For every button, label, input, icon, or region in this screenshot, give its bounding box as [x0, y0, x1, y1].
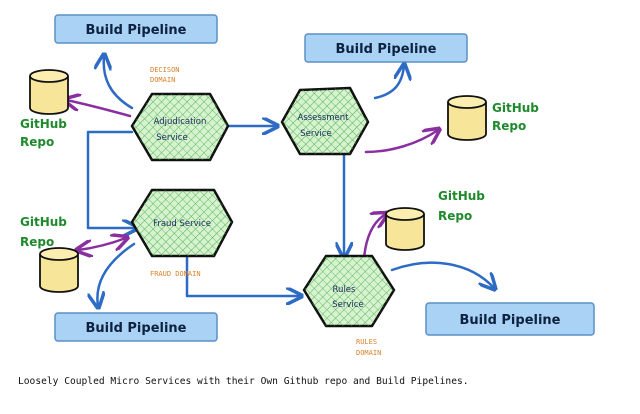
repo-label: GitHub — [492, 101, 539, 115]
build-pipeline-label: Build Pipeline — [460, 313, 561, 328]
service-label: Assessment — [298, 113, 350, 123]
repo-label: Repo — [492, 119, 526, 133]
build-pipeline-bottom-left: Build Pipeline — [54, 312, 218, 342]
service-label: Service — [156, 133, 187, 143]
adjudication-to-repo-arrow — [66, 100, 132, 118]
svg-text:DECISON: DECISON — [150, 66, 180, 74]
fraud-domain-label: FRAUD DOMAIN — [150, 270, 201, 278]
service-label: Fraud Service — [153, 219, 211, 229]
rules-domain-label: RULES DOMAIN — [356, 338, 381, 357]
build-pipeline-label: Build Pipeline — [86, 23, 187, 38]
service-label: Service — [300, 129, 331, 139]
assessment-service: Assessment Service — [280, 86, 370, 156]
adjudication-to-pipeline-arrow — [104, 56, 134, 110]
svg-text:DOMAIN: DOMAIN — [150, 76, 175, 84]
svg-text:DOMAIN: DOMAIN — [356, 349, 381, 357]
github-repo-right: GitHub Repo — [447, 95, 539, 141]
service-label: Service — [332, 300, 363, 310]
github-repo-mid-left: GitHub Repo — [20, 215, 79, 293]
github-repo-mid-right: GitHub Repo — [385, 189, 485, 251]
service-connectors — [86, 56, 494, 306]
svg-text:RULES: RULES — [356, 338, 377, 346]
build-pipeline-label: Build Pipeline — [86, 321, 187, 336]
repo-label: Repo — [20, 135, 54, 149]
assessment-to-repo-arrow — [364, 130, 438, 154]
rules-to-repo-arrow — [362, 214, 386, 260]
build-pipeline-top-right: Build Pipeline — [304, 33, 468, 63]
assessment-to-pipeline-arrow — [373, 66, 404, 100]
github-repo-top-left: GitHub Repo — [20, 69, 69, 149]
service-label: Adjudication — [154, 117, 207, 127]
fraud-to-pipeline-arrow — [97, 242, 136, 306]
adjudication-to-fraud-link — [86, 130, 136, 228]
fraud-to-rules-arrow — [185, 256, 300, 296]
repo-label: GitHub — [20, 215, 67, 229]
build-pipeline-top-left: Build Pipeline — [54, 14, 218, 44]
rules-to-pipeline-arrow — [390, 261, 494, 288]
build-pipeline-label: Build Pipeline — [336, 42, 437, 57]
repo-label: Repo — [438, 209, 472, 223]
decision-domain-label: DECISON DOMAIN — [150, 66, 180, 84]
repo-connectors — [66, 100, 438, 260]
fraud-to-repo-arrow — [78, 238, 126, 250]
repo-label: Repo — [20, 235, 54, 249]
service-label: Rules — [333, 285, 357, 295]
repo-label: GitHub — [20, 117, 67, 131]
build-pipeline-bottom-right: Build Pipeline — [425, 302, 595, 336]
adjudication-service: Adjudication Service — [130, 92, 230, 162]
fraud-service: Fraud Service — [130, 188, 234, 258]
rules-service: Rules Service — [302, 254, 396, 328]
repo-label: GitHub — [438, 189, 485, 203]
diagram-caption: Loosely Coupled Micro Services with thei… — [18, 376, 469, 387]
